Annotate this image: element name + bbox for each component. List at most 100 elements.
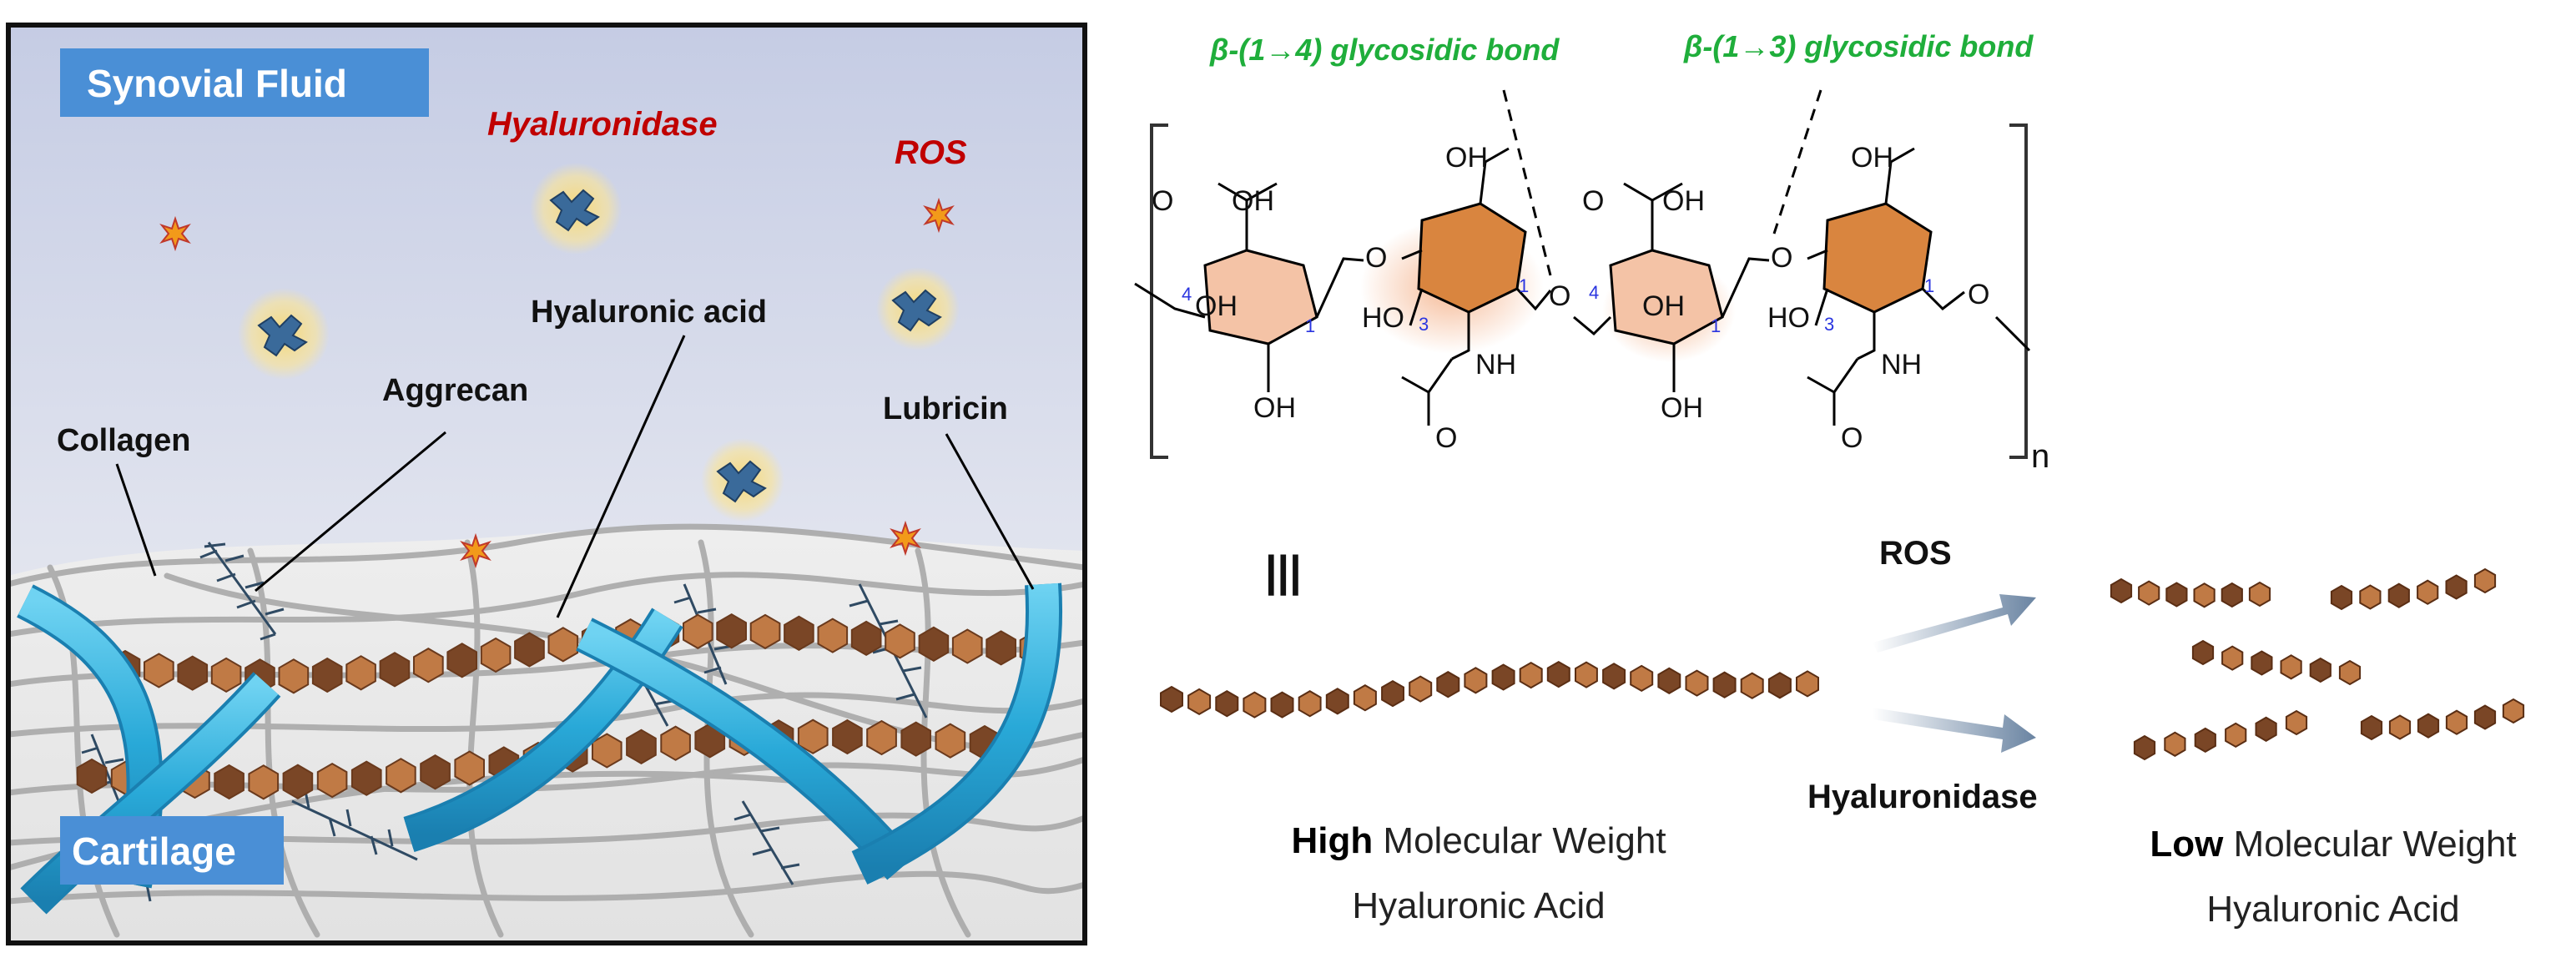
ring-glcnac-2	[1822, 202, 1933, 314]
ha-bead	[214, 764, 244, 800]
hmw-bead	[1187, 688, 1212, 716]
hmw-bead	[1491, 663, 1515, 691]
atom-OH-carboxyl-1: OH	[1232, 185, 1274, 217]
lubricin-label: Lubricin	[883, 391, 1008, 426]
ha-bead	[626, 729, 657, 764]
hyaluronidase-arrow	[1873, 708, 2036, 753]
cartilage-label: Cartilage	[72, 829, 236, 873]
ring1-pos4: 4	[1182, 284, 1192, 305]
lmw-bead	[2360, 714, 2383, 741]
hmw-bead	[1381, 679, 1404, 708]
leader-lines	[115, 335, 1035, 618]
lmw-bead	[2193, 582, 2216, 608]
ha-bead	[660, 725, 691, 761]
lmw-bead	[2110, 577, 2133, 604]
ha-bead	[683, 613, 713, 649]
ros-arrow-label: ROS	[1879, 535, 1952, 572]
hmw-bead	[1270, 691, 1294, 718]
lmw-bead	[2445, 574, 2468, 600]
hmw-bead	[1436, 671, 1460, 698]
hmw-chain	[1160, 660, 1819, 718]
ha-bead	[850, 620, 882, 657]
chemical-structure: β-(1→4) glycosidic bond β-(1→3) glycosid…	[1134, 29, 2049, 475]
lmw-rest: Molecular Weight	[2223, 824, 2516, 865]
lubricin-tubes	[17, 582, 1062, 915]
hmw-bead	[1325, 688, 1349, 715]
ha-bead	[866, 719, 897, 756]
lmw-bead	[2285, 709, 2308, 736]
atom-O-link-1: O	[1365, 242, 1387, 274]
atom-O-link-2: O	[1549, 280, 1570, 312]
atom-HO-ring4: HO	[1767, 302, 1810, 334]
ha-bead	[282, 764, 314, 799]
ha-bead	[935, 723, 966, 759]
lmw-bead	[2473, 704, 2497, 730]
lmw-caption-line1: Low Molecular Weight	[2150, 824, 2516, 865]
equivalence-symbol: |||	[1265, 547, 1302, 596]
hmw-bead	[1409, 675, 1433, 703]
lmw-bead	[2221, 582, 2243, 608]
atom-O-carbonyl-1: O	[1152, 185, 1173, 217]
atom-O-amide-2: O	[1435, 422, 1457, 454]
ring4-pos1: 1	[1924, 275, 1934, 296]
lmw-bead	[2165, 582, 2188, 608]
ha-bead	[797, 718, 829, 754]
ros-stars	[159, 197, 955, 569]
ha-bead	[177, 655, 209, 691]
atom-OH-carboxyl-3: OH	[1662, 185, 1705, 217]
synovial-fluid-label: Synovial Fluid	[87, 62, 347, 105]
ha-bead	[278, 658, 310, 694]
lmw-bead	[2359, 584, 2382, 610]
lmw-chains	[2110, 567, 2525, 761]
ha-bead	[316, 762, 348, 799]
ha-bead	[749, 613, 781, 650]
ha-bead	[784, 615, 814, 651]
ha-bead	[454, 750, 485, 786]
lmw-bead	[2138, 580, 2160, 606]
atom-OH-top2: OH	[1445, 142, 1488, 174]
cartilage-label-box	[60, 816, 284, 885]
synovial-fluid-label-box	[60, 48, 429, 117]
atom-OH-ring1: OH	[1195, 290, 1238, 322]
lmw-bead	[2417, 579, 2439, 605]
hyaluronidase-arrow-label: Hyaluronidase	[1807, 779, 2038, 815]
atom-O-link-3: O	[1771, 242, 1792, 274]
ring3-pos4: 4	[1589, 282, 1599, 303]
hmw-bead	[1464, 667, 1488, 694]
ha-bead	[420, 754, 451, 790]
ring-numbers: 4 1 3 1 4 1 3 1	[1182, 275, 1934, 336]
hmw-bead	[1685, 669, 1709, 697]
ha-bead	[446, 643, 477, 678]
hmw-bead	[1546, 660, 1570, 688]
lmw-bead	[2251, 650, 2273, 676]
ha-bead	[144, 653, 174, 688]
lmw-caption-line2: Hyaluronic Acid	[2206, 889, 2459, 930]
hmw-bold: High	[1291, 820, 1373, 861]
ring2-pos1: 1	[1519, 275, 1529, 296]
hmw-bead	[1740, 672, 1764, 699]
hmw-bead	[1298, 690, 1322, 718]
ros-label: ROS	[895, 134, 967, 171]
hmw-bead	[1796, 670, 1819, 698]
hmw-bead	[1243, 691, 1267, 718]
ha-bead	[900, 721, 931, 757]
atom-OH-bottom1: OH	[1253, 392, 1296, 424]
hmw-bead	[1575, 661, 1598, 688]
hmw-rest: Molecular Weight	[1373, 820, 1666, 861]
hmw-bead	[1657, 667, 1681, 694]
hmw-bead	[1630, 664, 1654, 693]
repeat-subscript: n	[2031, 438, 2049, 475]
hmw-bead	[1712, 671, 1737, 698]
ha-bead	[918, 626, 950, 662]
right-bracket	[2009, 124, 2028, 459]
lmw-bead	[2280, 654, 2302, 680]
ha-bead	[311, 657, 343, 693]
aggrecan-label: Aggrecan	[382, 373, 528, 408]
ha-bead	[885, 623, 915, 659]
lmw-bead	[2248, 581, 2271, 608]
lmw-bead	[2445, 709, 2468, 735]
collagen-label: Collagen	[57, 423, 190, 458]
ha-bead	[386, 758, 416, 794]
bond-14-label: β-(1→4) glycosidic bond	[1209, 33, 1560, 67]
ring4-pos3: 3	[1824, 314, 1834, 335]
